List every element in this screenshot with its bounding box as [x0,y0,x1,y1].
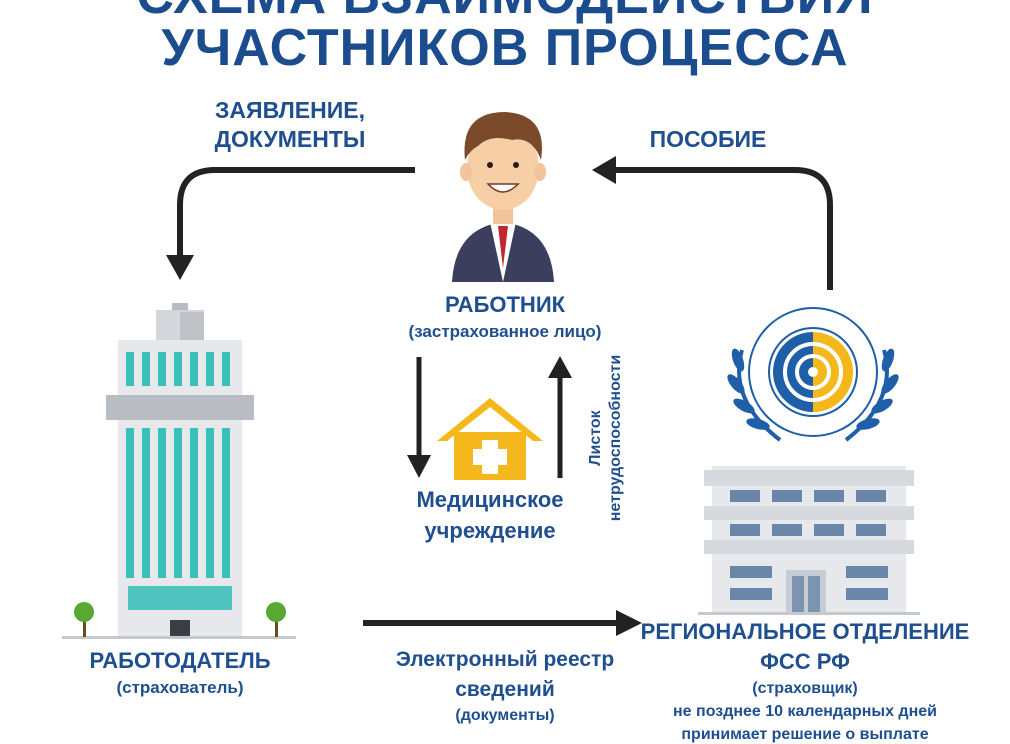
employer-name: РАБОТОДАТЕЛЬ [89,648,271,673]
arrow-head [592,156,616,184]
medical-name-line1: Медицинское [416,487,564,512]
employer-building-icon [62,303,296,639]
arrow-fss-to-worker [612,167,833,290]
fss-role: (страховщик) [752,680,858,697]
registry-label-line2: сведений [455,678,555,701]
flow-label-application: ЗАЯВЛЕНИЕ, ДОКУМЕНТЫ [214,97,366,152]
arrow-head [616,610,642,636]
arrow-head [548,356,572,378]
flow-label-sick-leave: Листок нетрудоспособности [587,354,624,522]
employer-role: (страхователь) [116,678,244,697]
registry-label-line1: Электронный реестр [395,648,615,671]
registry-label-line3: (документы) [455,707,555,724]
arrow-worker-to-employer [177,167,415,262]
worker-role: (застрахованное лицо) [408,322,602,341]
fss-emblem-icon [727,307,899,442]
arrow-head [166,255,194,280]
page-title-line2: УЧАСТНИКОВ ПРОЦЕССА [161,19,849,77]
fss-note-line2: принимает решение о выплате [681,726,929,743]
fss-note-line1: не позднее 10 календарных дней [673,703,937,720]
fss-name-line2: ФСС РФ [760,649,850,674]
arrow-head [407,455,431,478]
fss-building-icon [698,466,920,615]
worker-avatar-icon [452,112,554,282]
fss-name-line1: РЕГИОНАЛЬНОЕ ОТДЕЛЕНИЕ [640,619,970,644]
worker-name: РАБОТНИК [444,292,566,317]
flow-label-benefit: ПОСОБИЕ [649,126,767,152]
medical-name-line2: учреждение [424,518,556,543]
page-title-line1: СХЕМА ВЗАИМОДЕЙСТВИЯ [0,0,1010,26]
medical-house-icon [437,398,543,480]
